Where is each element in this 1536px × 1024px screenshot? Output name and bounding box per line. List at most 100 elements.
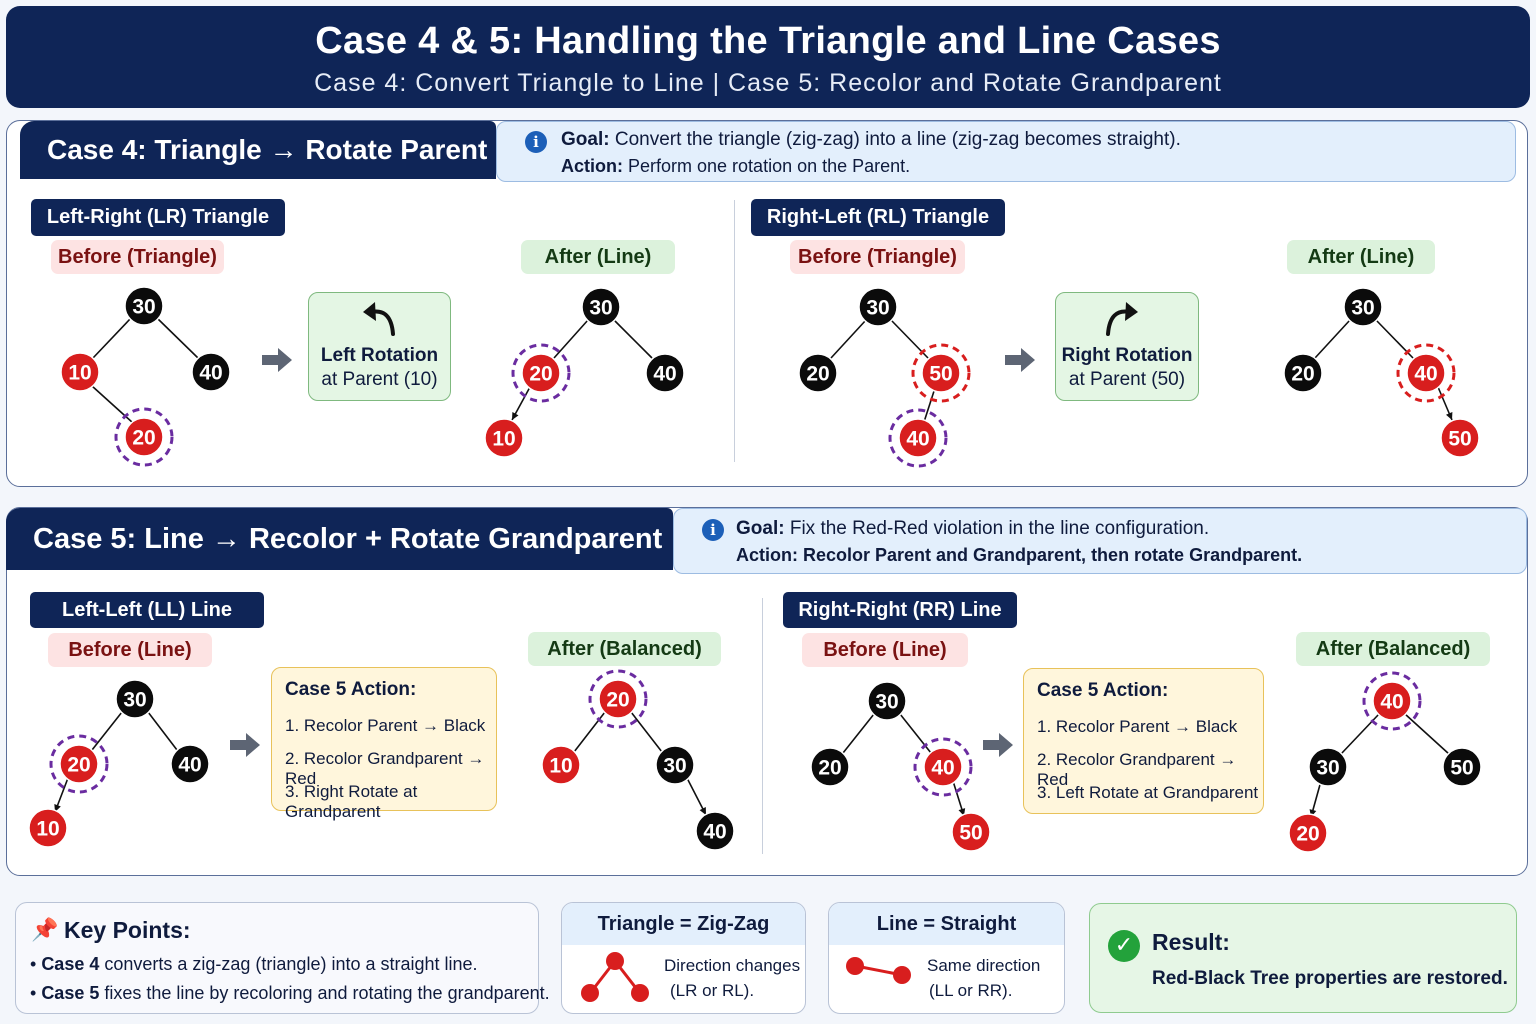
tree-node-label: 40 — [906, 428, 929, 451]
tree-node — [695, 811, 735, 851]
key-point-1: • Case 4 converts a zig-zag (triangle) i… — [30, 954, 478, 974]
triangle-desc-2: (LR or RL). — [670, 981, 755, 1000]
tree-node-label: 40 — [199, 362, 222, 385]
tree-node-label: 20 — [1291, 363, 1314, 386]
tree-edge — [842, 713, 875, 754]
highlight-ring — [511, 343, 571, 403]
tree-edge — [91, 711, 123, 751]
case4-right-after-label: After (Line) — [1287, 240, 1435, 274]
rotation-line2: at Parent (50) — [1068, 369, 1186, 390]
flow-arrow-icon — [983, 733, 1013, 757]
action-step-1: 1. Recolor Parent → Black — [1037, 717, 1238, 736]
result-card: ✓ Result: Red-Black Tree properties are … — [1089, 903, 1517, 1013]
tree-edge — [923, 387, 936, 423]
zigzag-node — [606, 952, 624, 970]
tree-node-label: 30 — [589, 297, 612, 320]
rotation-line2: at Parent (10) — [321, 369, 438, 390]
tree-node-label: 30 — [132, 296, 155, 319]
triangle-card: Triangle = Zig-Zag Direction changes (LR… — [561, 902, 806, 1014]
tree-node-label: 30 — [123, 689, 146, 712]
case5-right-before-label: Before (Line) — [802, 633, 968, 667]
case5-action: Action: Recolor Parent and Grandparent, … — [736, 545, 1302, 566]
tree-node — [655, 745, 695, 785]
highlight-ring — [913, 737, 973, 797]
goal-label: Goal: — [561, 129, 610, 150]
tree-node-label: 20 — [132, 427, 155, 450]
tree-node — [810, 747, 850, 787]
edge-arrow-head — [1445, 412, 1453, 420]
goal-text: Convert the triangle (zig-zag) into a li… — [609, 129, 1181, 150]
action-step-3: 3. Right Rotate at Grandparent — [285, 782, 418, 821]
line-title: Line = Straight — [829, 903, 1064, 945]
highlight-ring — [1362, 671, 1422, 731]
tree-node-label: 30 — [663, 755, 686, 778]
tree-edge — [830, 319, 867, 359]
highlight-ring — [911, 343, 971, 403]
tree-edge — [899, 713, 932, 754]
line-desc-1: Same direction — [927, 956, 1041, 975]
tree-node — [898, 418, 938, 458]
pin-icon: 📌 — [31, 917, 59, 942]
tree-node — [1440, 418, 1480, 458]
flow-arrow-icon — [262, 348, 292, 372]
case5-left-before-label: Before (Line) — [48, 633, 212, 667]
tree-node — [867, 681, 907, 721]
highlight-ring — [1396, 343, 1456, 403]
case4-left-before-label: Before (Triangle) — [51, 240, 224, 274]
goal-label: Goal: — [736, 518, 785, 539]
tree-node-label: 40 — [703, 821, 726, 844]
rotation-line1: Right Rotation — [1061, 345, 1193, 366]
action-text: Recolor Parent and Grandparent, then rot… — [798, 545, 1303, 565]
action-step-3: 3. Left Rotate at Grandparent — [1037, 783, 1259, 802]
tree-node-label: 20 — [1296, 823, 1319, 846]
kp2-text: fixes the line by recoloring and rotatin… — [99, 983, 550, 1003]
tree-node — [1406, 353, 1446, 393]
action-box-title: Case 5 Action: — [1037, 680, 1169, 701]
rotate-left-icon-head — [363, 302, 376, 321]
tree-node — [59, 744, 99, 784]
case5-right-tag: Right-Right (RR) Line — [783, 592, 1017, 628]
tree-node-label: 40 — [1414, 363, 1437, 386]
case4-right-before-label: Before (Triangle) — [790, 240, 965, 274]
tree-edge — [156, 317, 199, 359]
case4-goal: Goal: Convert the triangle (zig-zag) int… — [561, 129, 1181, 151]
triangle-desc-1: Direction changes — [664, 956, 801, 975]
action-label: Action: — [736, 545, 798, 565]
tree-node — [1372, 681, 1412, 721]
tree-node — [115, 679, 155, 719]
tree-edge — [573, 711, 606, 753]
tree-edge — [1314, 319, 1351, 359]
tree-node-label: 30 — [866, 297, 889, 320]
tree-node — [581, 287, 621, 327]
tree-node — [951, 812, 991, 852]
tree-node — [521, 353, 561, 393]
tree-node-label: 10 — [36, 818, 59, 841]
tree-node-label: 20 — [818, 757, 841, 780]
kp1-text: converts a zig-zag (triangle) into a str… — [99, 954, 478, 974]
highlight-ring — [49, 734, 109, 794]
tree-node — [598, 679, 638, 719]
tree-node — [923, 747, 963, 787]
tree-node-label: 30 — [1316, 757, 1339, 780]
kp2-bold: Case 5 — [41, 983, 100, 1003]
tree-node — [645, 353, 685, 393]
tree-node-label: 50 — [959, 822, 982, 845]
tree-node-label: 20 — [67, 754, 90, 777]
highlight-ring — [114, 407, 174, 467]
result-title: Result: — [1152, 929, 1230, 955]
tree-node — [170, 744, 210, 784]
case5-left-action-box: Case 5 Action: 1. Recolor Parent → Black… — [271, 667, 497, 821]
case4-right-tag: Right-Left (RL) Triangle — [751, 199, 1005, 236]
tree-node — [858, 287, 898, 327]
flow-arrow-icon — [1005, 348, 1035, 372]
straight-node — [893, 966, 911, 984]
case5-left-after-label: After (Balanced) — [528, 632, 721, 666]
triangle-title: Triangle = Zig-Zag — [562, 903, 805, 945]
rotate-right-icon-head — [1125, 302, 1138, 321]
tree-node-label: 40 — [653, 363, 676, 386]
tree-node — [484, 418, 524, 458]
info-icon: i — [525, 131, 547, 153]
key-points-title: Key Points: — [64, 917, 191, 943]
action-label: Action: — [561, 156, 623, 176]
tree-node-label: 40 — [178, 754, 201, 777]
